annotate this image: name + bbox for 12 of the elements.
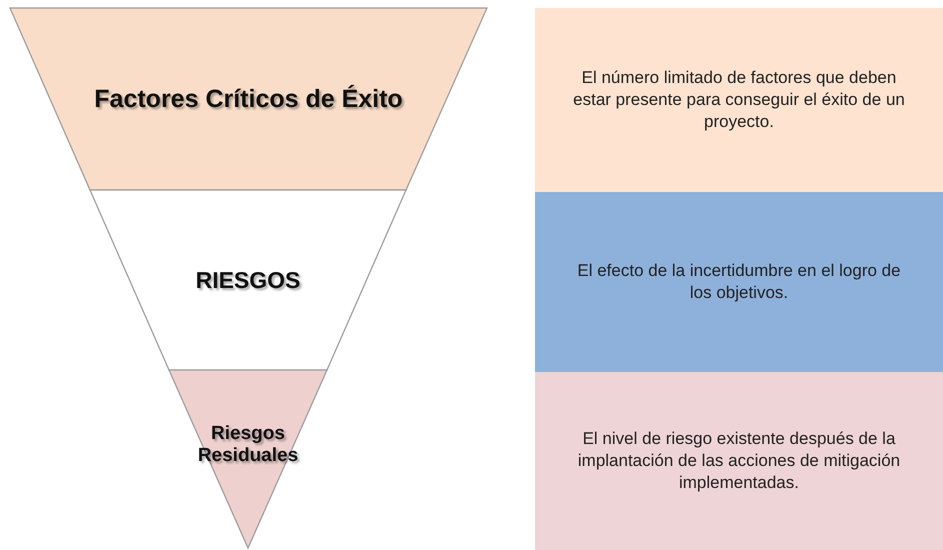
band-title: Riesgos Residuales [196,423,300,467]
description-text: El efecto de la incertidumbre en el logro de los objetivos. [576,260,902,304]
description-panel [535,192,943,372]
funnel-band [169,370,327,548]
band-title: RIESGOS [196,266,300,295]
funnel-band [90,190,406,370]
description-text: El número limitado de factores que deben estar presente para conseguir el éxito de un proyecto. [572,67,906,133]
description-panel [535,8,943,192]
description-panel [535,372,943,550]
description-text: El nivel de riesgo existente después de la implantación de las acciones de mitigación implementadas. [576,428,902,494]
band-title: Factores Críticos de Éxito [94,84,403,115]
funnel-band [10,8,487,190]
